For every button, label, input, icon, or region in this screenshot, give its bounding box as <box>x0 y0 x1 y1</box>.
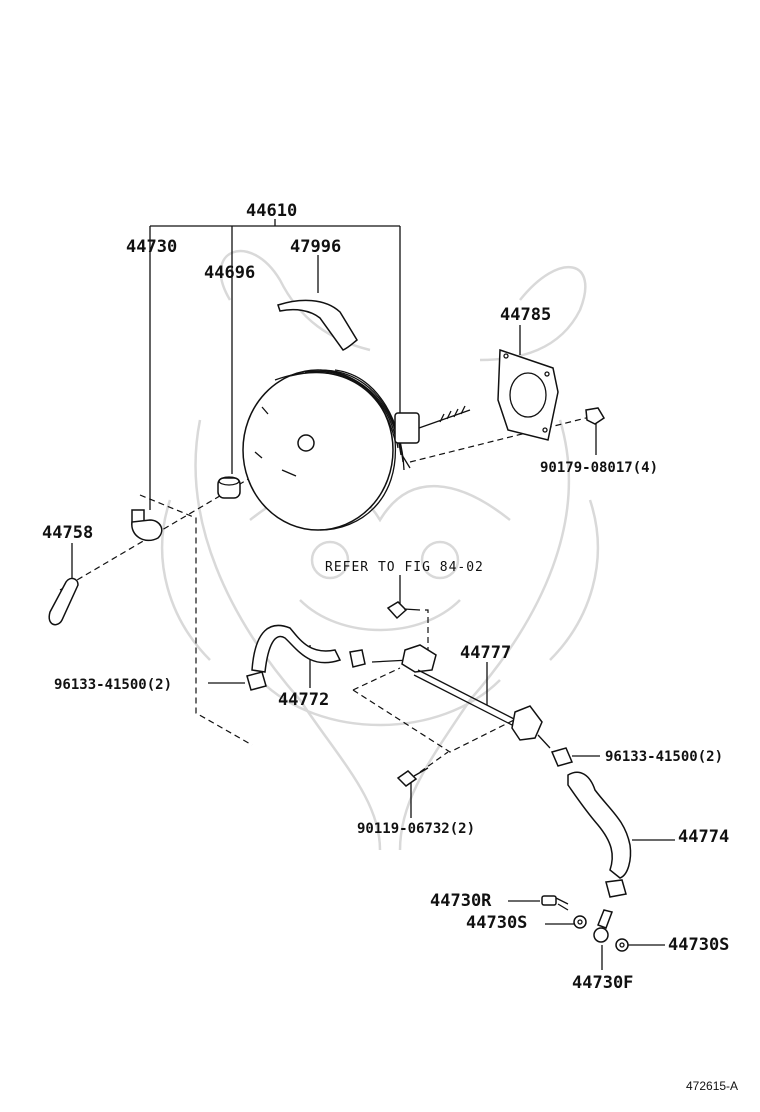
label-44730: 44730 <box>126 237 177 257</box>
hose-44774 <box>567 771 632 879</box>
label-44730F: 44730F <box>572 973 633 993</box>
bolt-90119-lower <box>396 767 429 787</box>
washer-44730S-left <box>573 915 587 929</box>
refer-to-fig-note: REFER TO FIG 84-02 <box>325 560 484 575</box>
check-valve-44730 <box>131 509 163 542</box>
grommet-44696 <box>217 476 241 499</box>
pad-47996 <box>277 299 358 351</box>
bolt-44730R <box>541 895 569 911</box>
label-96133-41500-right: 96133-41500(2) <box>605 749 723 765</box>
bolt-90119-upper <box>386 601 421 620</box>
label-90179-08017: 90179-08017(4) <box>540 460 658 476</box>
part-labels: 44610 44730 47996 44696 44785 90179-0801… <box>42 201 738 1093</box>
label-44730S-left: 44730S <box>466 913 527 933</box>
label-44777: 44777 <box>460 643 511 663</box>
fitting-44730F <box>593 909 613 943</box>
leader-lines <box>71 219 675 970</box>
label-44758: 44758 <box>42 523 93 543</box>
brake-booster-44610 <box>242 369 471 531</box>
label-44696: 44696 <box>204 263 255 283</box>
clip-96133-left <box>246 671 267 691</box>
gasket-44785 <box>497 348 559 441</box>
label-47996: 47996 <box>290 237 341 257</box>
label-44610: 44610 <box>246 201 297 221</box>
label-90119-06732: 90119-06732(2) <box>357 821 475 837</box>
washer-44730S-right <box>615 938 629 952</box>
label-96133-41500-left: 96133-41500(2) <box>54 677 172 693</box>
clip-96133-right <box>550 747 574 767</box>
clip-44774 <box>605 879 627 898</box>
clip-near-44772 <box>349 649 366 668</box>
label-44730R: 44730R <box>430 891 492 911</box>
label-44785: 44785 <box>500 305 551 325</box>
label-44772: 44772 <box>278 690 329 710</box>
label-44774: 44774 <box>678 827 729 847</box>
hose-44772 <box>251 624 342 673</box>
diagram-id: 472615-A <box>686 1079 738 1093</box>
nut-90179 <box>585 407 606 425</box>
watermark-emblem <box>160 249 600 851</box>
hose-44758 <box>48 577 79 626</box>
tube-44777 <box>371 644 551 749</box>
label-44730S-right: 44730S <box>668 935 729 955</box>
